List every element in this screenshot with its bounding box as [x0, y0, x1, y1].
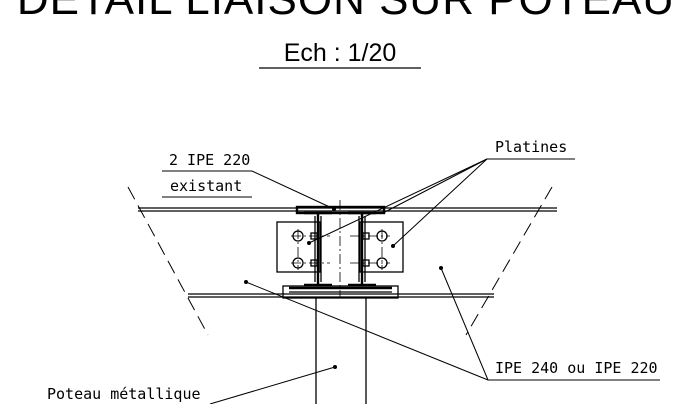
- leader-column: [209, 366, 336, 404]
- leader-column-dot: [333, 365, 337, 369]
- platine-left: [276, 221, 330, 273]
- drawing-title: DÉTAIL LIAISON SUR POTEAU: [17, 0, 675, 24]
- bottom-plate: [282, 285, 399, 299]
- label-existing-beam-line1: 2 IPE 220: [169, 151, 250, 169]
- label-side-beam: IPE 240 ou IPE 220: [495, 359, 658, 377]
- leader-existing-beam-dot: [332, 207, 336, 211]
- label-existing-beam-line2: existant: [170, 177, 242, 195]
- leaders-side-beam: [244, 266, 489, 381]
- label-column: Poteau métallique: [47, 385, 201, 403]
- side-beams-dashed: [127, 186, 553, 336]
- column: [315, 298, 367, 404]
- leaders-plates: [307, 158, 488, 248]
- top-plate: [295, 205, 386, 215]
- ipe-sections: [304, 200, 376, 298]
- leader-existing-beam: [251, 170, 335, 210]
- label-plates: Platines: [495, 138, 567, 156]
- platine-right: [350, 221, 404, 273]
- existing-beam-lines: [138, 207, 557, 298]
- scale-label: Ech : 1/20: [284, 39, 397, 67]
